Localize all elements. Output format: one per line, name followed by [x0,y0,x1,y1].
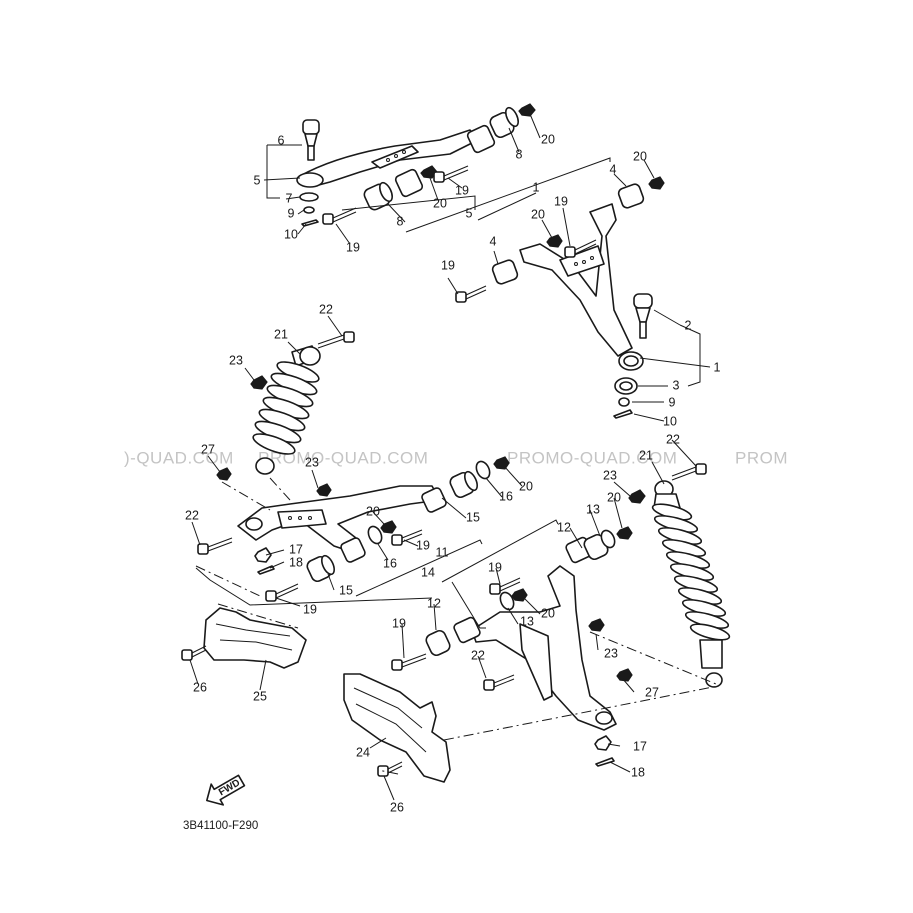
callout-20: 20 [607,490,621,504]
watermark-right: PROMO-QUAD.COM [507,448,677,467]
callout-19: 19 [416,538,430,552]
callout-19: 19 [441,258,455,272]
ball-joint-6 [302,119,320,161]
callout-27: 27 [645,685,659,699]
callout-1: 1 [714,360,721,374]
callout-13: 13 [586,502,600,516]
callouts: 6 5 7 9 10 19 8 20 19 5 8 20 1 4 20 19 2… [185,132,720,814]
callout-19: 19 [455,183,469,197]
callout-5: 5 [466,206,473,220]
callout-20: 20 [433,196,447,210]
callout-15: 15 [339,583,353,597]
callout-4: 4 [610,162,617,176]
bushing-8-lower [363,168,424,211]
leader-lines [189,113,711,801]
callout-24: 24 [356,745,370,759]
callout-26: 26 [193,680,207,694]
callout-10: 10 [663,414,677,428]
callout-19: 19 [303,602,317,616]
callout-20: 20 [519,479,533,493]
callout-19: 19 [392,616,406,630]
callout-22: 22 [319,302,333,316]
callout-3: 3 [673,378,680,392]
lower-left-arm-assembly [197,456,510,602]
callout-10: 10 [284,227,298,241]
callout-9: 9 [288,206,295,220]
callout-18: 18 [289,555,303,569]
callout-20: 20 [633,149,647,163]
callout-9: 9 [669,395,676,409]
callout-23: 23 [229,353,243,367]
diagram-reference-code: 3B41100-F290 [183,820,258,832]
callout-21: 21 [639,448,653,462]
watermark: )-QUAD.COM PROMO-QUAD.COM PROMO-QUAD.COM… [124,448,788,467]
upper-left-arm-assembly [296,103,536,227]
callout-1: 1 [533,180,540,194]
callout-20: 20 [531,207,545,221]
callout-17: 17 [289,542,303,556]
bushing-8-upper [466,106,519,154]
fwd-label: FWD [217,777,242,798]
callout-12: 12 [427,596,441,610]
callout-22: 22 [185,508,199,522]
watermark-left: )-QUAD.COM [124,448,234,467]
callout-25: 25 [253,689,267,703]
callout-2: 2 [685,318,692,332]
watermark-edge: PROM [735,448,788,467]
shock-absorber-right [628,463,731,688]
upper-arm-1 [519,203,633,357]
bolt-19-top [433,165,469,183]
callout-23: 23 [604,646,618,660]
callout-22: 22 [471,648,485,662]
guard-24 [343,673,451,783]
callout-23: 23 [603,468,617,482]
callout-19: 19 [346,240,360,254]
callout-13: 13 [520,614,534,628]
upper-right-arm-assembly [455,176,665,419]
lower-right-arm-assembly [391,526,633,767]
callout-11: 11 [436,545,449,559]
callout-20: 20 [541,132,555,146]
bolt-19-left [322,207,357,225]
callout-27: 27 [201,442,215,456]
shock-spring-right [651,503,731,641]
ball-joint-2 [633,293,653,339]
callout-17: 17 [633,739,647,753]
callout-16: 16 [499,489,513,503]
guard-25 [181,607,307,669]
shock-absorber-left [216,331,355,497]
callout-19: 19 [488,560,502,574]
callout-6: 6 [278,133,285,147]
callout-8: 8 [516,147,523,161]
callout-20: 20 [541,606,555,620]
callout-19: 19 [554,194,568,208]
callout-8: 8 [397,214,404,228]
fwd-arrow-icon: FWD [206,774,246,806]
callout-26: 26 [390,800,404,814]
callout-12: 12 [557,520,571,534]
center-lines [195,477,719,775]
callout-22: 22 [666,432,680,446]
shock-spring-left [252,361,320,455]
callout-7: 7 [286,191,293,205]
callout-4: 4 [490,234,497,248]
callout-5: 5 [254,173,261,187]
callout-23: 23 [305,455,319,469]
callout-14: 14 [421,565,435,579]
callout-21: 21 [274,327,288,341]
callout-18: 18 [631,765,645,779]
callout-16: 16 [383,556,397,570]
callout-15: 15 [466,510,480,524]
callout-20: 20 [366,504,380,518]
watermark-mid: PROMO-QUAD.COM [258,448,428,467]
